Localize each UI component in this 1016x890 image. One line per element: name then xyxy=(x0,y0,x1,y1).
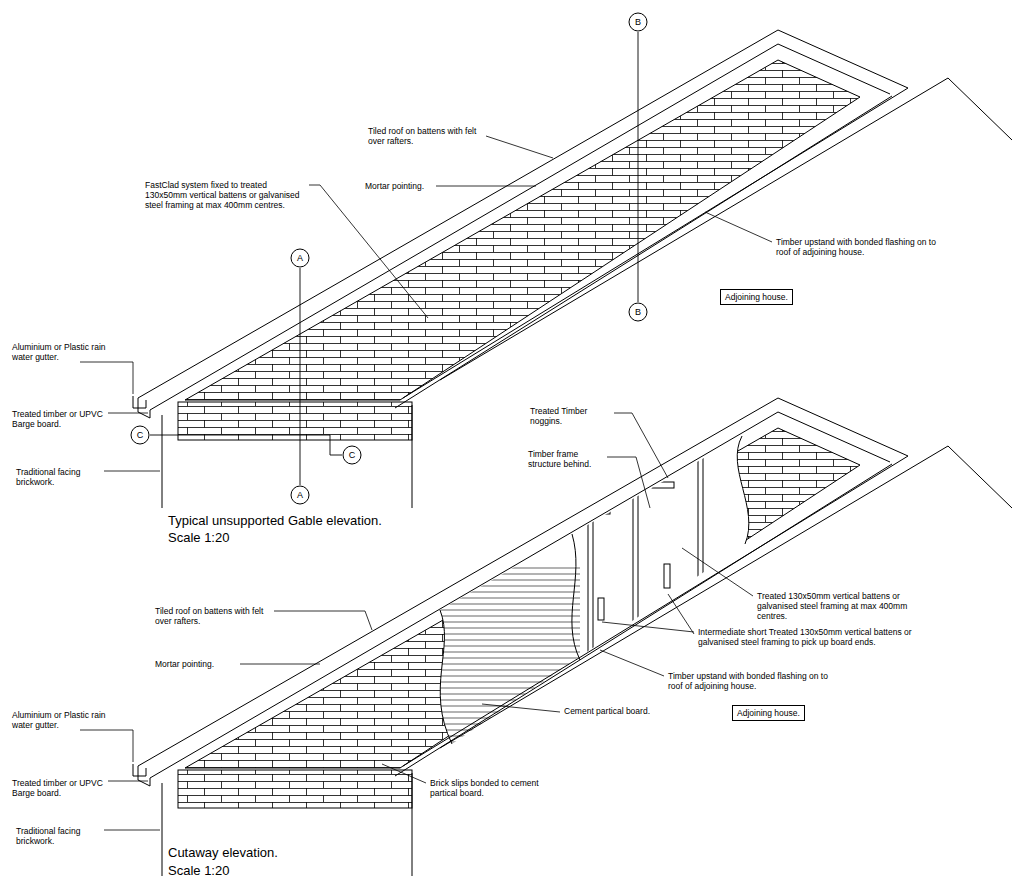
note-text: Adjoining house. xyxy=(737,708,800,718)
section-line xyxy=(638,32,639,302)
section-marker: A xyxy=(290,485,310,505)
cement-board-hatch xyxy=(430,568,580,742)
timber-frame xyxy=(588,428,703,768)
callout-text: Intermediate short Treated 130x50mm vert… xyxy=(698,627,953,647)
barge-board xyxy=(150,44,890,410)
callout-text: Traditional facing brickwork. xyxy=(16,826,101,846)
callout-text: Treated 130x50mm vertical battens or gal… xyxy=(757,591,922,622)
section-marker: C xyxy=(342,445,362,465)
section-marker: B xyxy=(628,302,648,322)
section-letter: A xyxy=(297,491,303,500)
rain-gutter xyxy=(133,764,146,776)
callout-text: Traditional facing brickwork. xyxy=(16,467,101,487)
drawing-caption: Scale 1:20 xyxy=(168,530,288,546)
cut-line xyxy=(572,534,580,660)
callout-text: Treated timber or UPVC Barge board. xyxy=(12,409,107,429)
leader-lines xyxy=(80,136,772,830)
wall-line xyxy=(162,783,163,876)
section-letter: C xyxy=(349,451,356,460)
callout-text: Treated Timber noggins. xyxy=(530,406,610,426)
section-letter: C xyxy=(137,431,144,440)
note-box: Adjoining house. xyxy=(720,289,793,305)
section-marker: B xyxy=(628,12,648,32)
note-box: Adjoining house. xyxy=(732,705,805,721)
section-letter: B xyxy=(635,18,641,27)
drawing-caption: Cutaway elevation. xyxy=(168,845,408,861)
callout-text: Tiled roof on battens with felt over raf… xyxy=(368,126,483,146)
callout-text: Timber frame structure behind. xyxy=(528,449,603,469)
barge-board xyxy=(138,398,908,766)
adjoining-roof xyxy=(440,446,948,748)
cutaway-elevation xyxy=(133,398,1012,876)
gable-elevation xyxy=(133,30,1012,508)
note-text: Adjoining house. xyxy=(725,292,788,302)
barge-board xyxy=(138,30,908,398)
callout-text: Aluminium or Plastic rain water gutter. xyxy=(12,342,122,362)
callout-text: Treated timber or UPVC Barge board. xyxy=(12,778,107,798)
callout-text: FastClad system fixed to treated 130x50m… xyxy=(145,180,305,211)
adjoining-roof xyxy=(440,78,948,380)
section-marker: C xyxy=(130,425,150,445)
section-line xyxy=(300,268,301,485)
section-letter: A xyxy=(297,254,303,263)
drawing-caption: Typical unsupported Gable elevation. xyxy=(168,513,468,529)
facing-brickwork xyxy=(178,402,412,440)
rain-gutter xyxy=(133,396,146,408)
callout-text: Mortar pointing. xyxy=(365,181,445,191)
section-marker: A xyxy=(290,248,310,268)
wall-line xyxy=(412,405,413,508)
wall-line xyxy=(412,773,413,876)
section-letter: B xyxy=(635,308,641,317)
timber-upstand xyxy=(395,464,892,776)
cut-line xyxy=(737,436,749,544)
cut-line xyxy=(440,610,452,744)
drawing-caption: Scale 1:20 xyxy=(168,863,288,879)
facing-brickwork xyxy=(178,770,412,808)
callout-text: Mortar pointing. xyxy=(155,659,235,669)
callout-text: Tiled roof on battens with felt over raf… xyxy=(155,606,270,626)
brick-cladding xyxy=(185,60,860,400)
section-line xyxy=(150,435,342,455)
callout-text: Brick slips bonded to cement partical bo… xyxy=(430,778,565,798)
callout-text: Timber upstand with bonded flashing on t… xyxy=(668,671,843,691)
callout-text: Cement partical board. xyxy=(564,706,684,716)
adjoining-roof xyxy=(948,446,1012,508)
callout-text: Timber upstand with bonded flashing on t… xyxy=(776,237,951,257)
callout-text: Aluminium or Plastic rain water gutter. xyxy=(12,710,122,730)
wall-line xyxy=(162,415,163,508)
adjoining-roof xyxy=(948,78,1012,140)
